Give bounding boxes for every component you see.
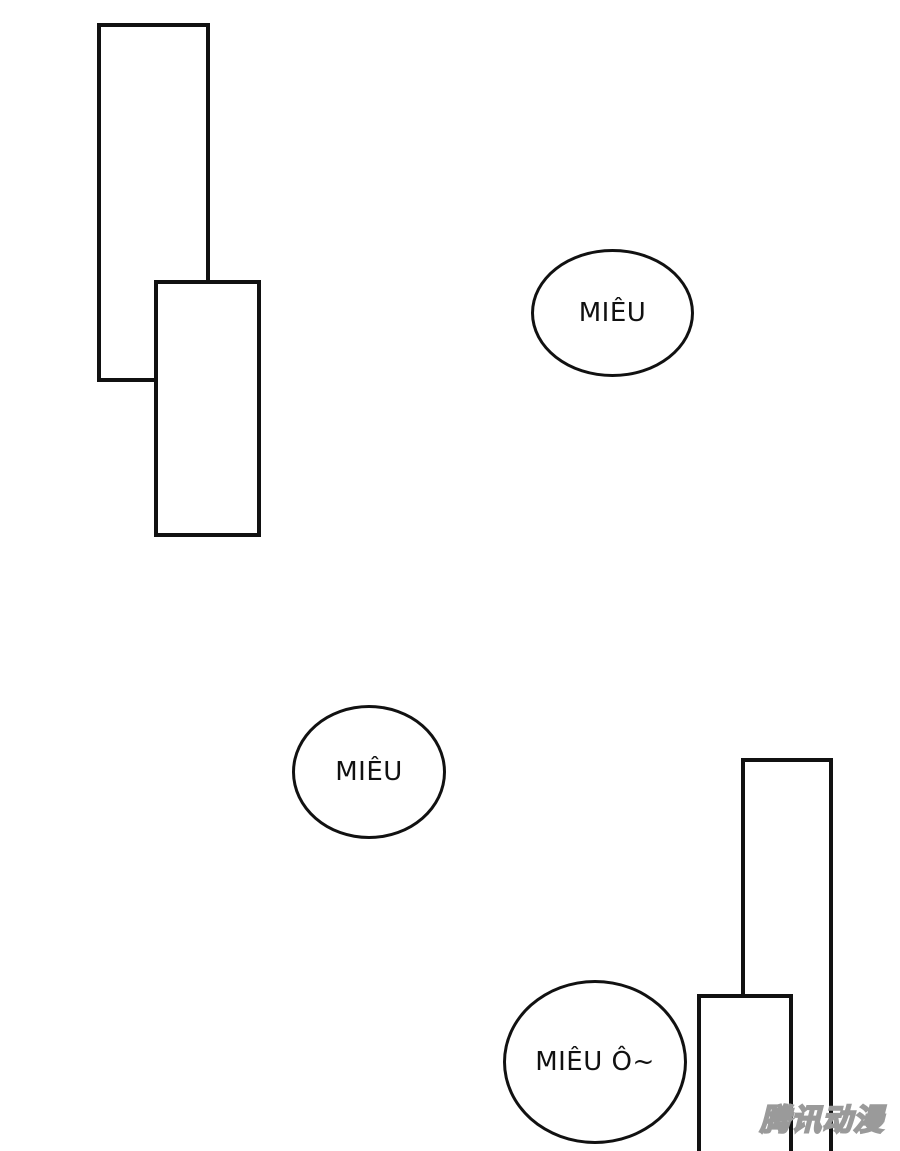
speech-bubble-3: MIÊU Ô~ <box>503 980 687 1144</box>
speech-bubble-1-text: MIÊU <box>578 298 647 328</box>
publisher-watermark: 腾讯动漫 <box>759 1102 884 1139</box>
panel-rect-top-left-back <box>97 23 210 382</box>
speech-bubble-2-text: MIÊU <box>335 757 403 787</box>
speech-bubble-3-text: MIÊU Ô~ <box>535 1047 655 1077</box>
panel-rect-bottom-right-front <box>697 994 793 1151</box>
speech-bubble-2: MIÊU <box>292 705 446 839</box>
speech-bubble-1: MIÊU <box>531 249 694 377</box>
panel-rect-top-left-front <box>154 280 261 537</box>
